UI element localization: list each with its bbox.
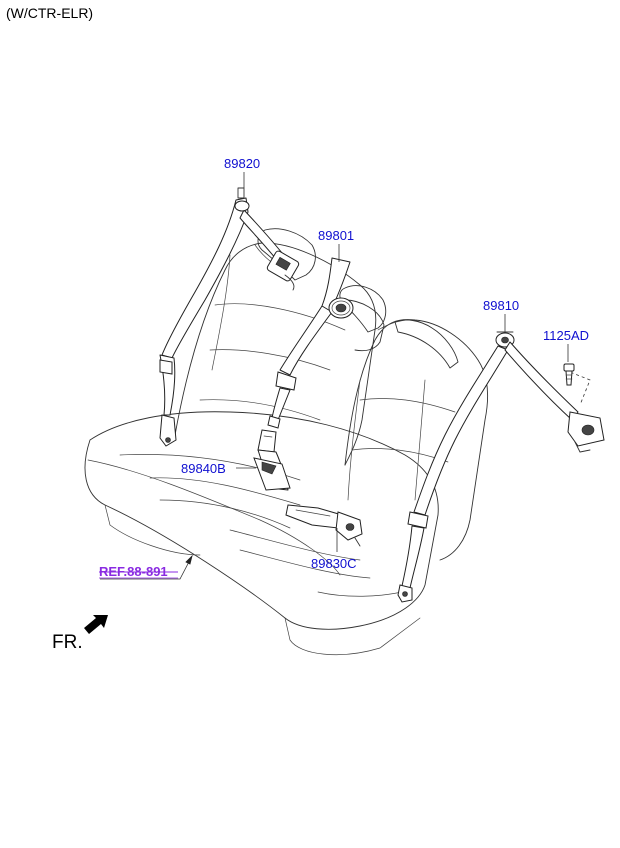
left-retractor xyxy=(266,250,300,291)
part-label-89801[interactable]: 89801 xyxy=(318,228,354,243)
part-label-89810[interactable]: 89810 xyxy=(483,298,519,313)
center-belt xyxy=(267,257,354,429)
right-retractor xyxy=(567,411,605,453)
front-direction-label: FR. xyxy=(52,632,83,653)
variant-header: (W/CTR-ELR) xyxy=(6,5,94,21)
left-outer-belt xyxy=(159,187,300,447)
left-headrest xyxy=(257,228,316,281)
front-arrow-icon xyxy=(84,615,108,634)
center-retractor xyxy=(328,297,354,319)
buckle-89830C xyxy=(285,504,363,547)
seat-back-center xyxy=(344,299,421,352)
bolt xyxy=(563,363,575,386)
right-outer-belt xyxy=(397,331,605,603)
part-label-89830C[interactable]: 89830C xyxy=(311,556,357,571)
left-lower-anchor xyxy=(159,414,177,447)
leader-lines xyxy=(100,172,569,580)
part-label-1125AD[interactable]: 1125AD xyxy=(543,328,589,343)
right-lower-anchor xyxy=(397,584,413,603)
left-upper-anchor xyxy=(234,187,250,212)
part-label-89840B[interactable]: 89840B xyxy=(181,461,226,476)
buckle-89840B xyxy=(253,429,291,491)
part-label-89820[interactable]: 89820 xyxy=(224,156,260,171)
center-headrest xyxy=(339,285,387,333)
